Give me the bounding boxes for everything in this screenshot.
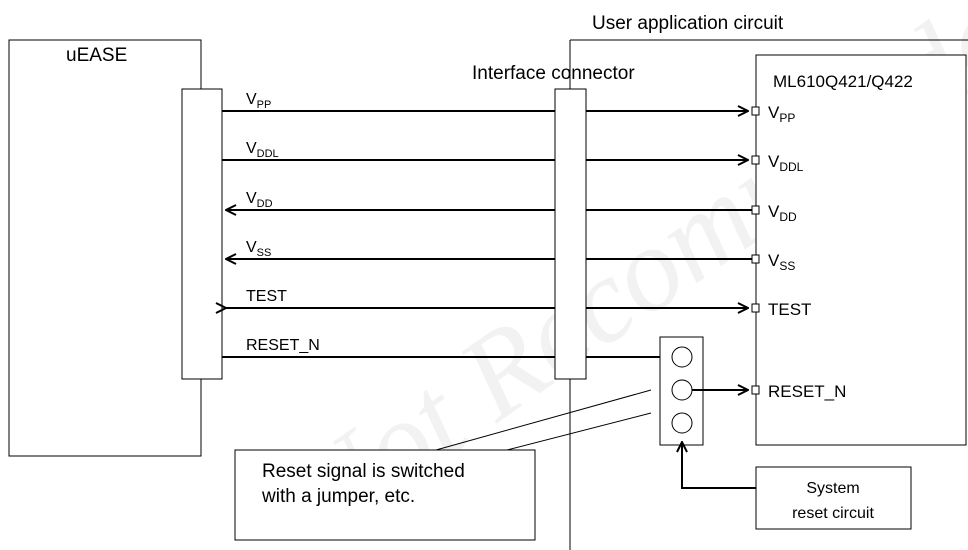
pin-vddl (751, 155, 760, 165)
system-reset-line-1: System (806, 480, 859, 497)
system-reset-line (682, 442, 756, 489)
mcu-label: ML610Q421/Q422 (773, 72, 913, 91)
note-box (234, 449, 536, 541)
pin-label-vddl: VDDL (768, 152, 804, 174)
system-reset-line-2: reset circuit (792, 505, 874, 522)
mcu-box (755, 54, 967, 446)
pin-label-vss: VSS (768, 251, 795, 273)
uease-label: uEASE (66, 45, 127, 66)
note-leader-1 (435, 389, 652, 451)
signal-label-vpp: VPP (246, 91, 271, 111)
jumper-pin-top (671, 346, 693, 368)
note-line-1: Reset signal is switched (262, 461, 465, 482)
note-line-2: with a jumper, etc. (261, 486, 415, 507)
interface-connector-label: Interface connector (472, 63, 635, 84)
uease-connector (181, 88, 223, 380)
user-app-label: User application circuit (592, 13, 784, 34)
signal-label-vdd: VDD (246, 190, 273, 210)
pin-reset (751, 385, 760, 395)
pin-label-reset: RESET_N (768, 382, 846, 401)
jumper-pin-bottom (671, 412, 693, 434)
pin-vpp (751, 106, 760, 116)
signal-label-reset: RESET_N (246, 337, 320, 354)
system-reset-box (755, 466, 912, 530)
pin-test (751, 303, 760, 313)
signal-label-vss: VSS (246, 239, 271, 259)
signal-label-test: TEST (246, 288, 287, 305)
pin-label-test: TEST (768, 300, 811, 319)
pin-vss (751, 254, 760, 264)
pin-label-vdd: VDD (768, 202, 797, 224)
pin-label-vpp: VPP (768, 103, 795, 125)
signal-label-vddl: VDDL (246, 140, 279, 160)
interface-connector (554, 88, 587, 380)
pin-vdd (751, 205, 760, 215)
jumper-pin-middle (671, 379, 693, 401)
uease-box (8, 39, 202, 457)
note-leader-2 (506, 412, 652, 451)
